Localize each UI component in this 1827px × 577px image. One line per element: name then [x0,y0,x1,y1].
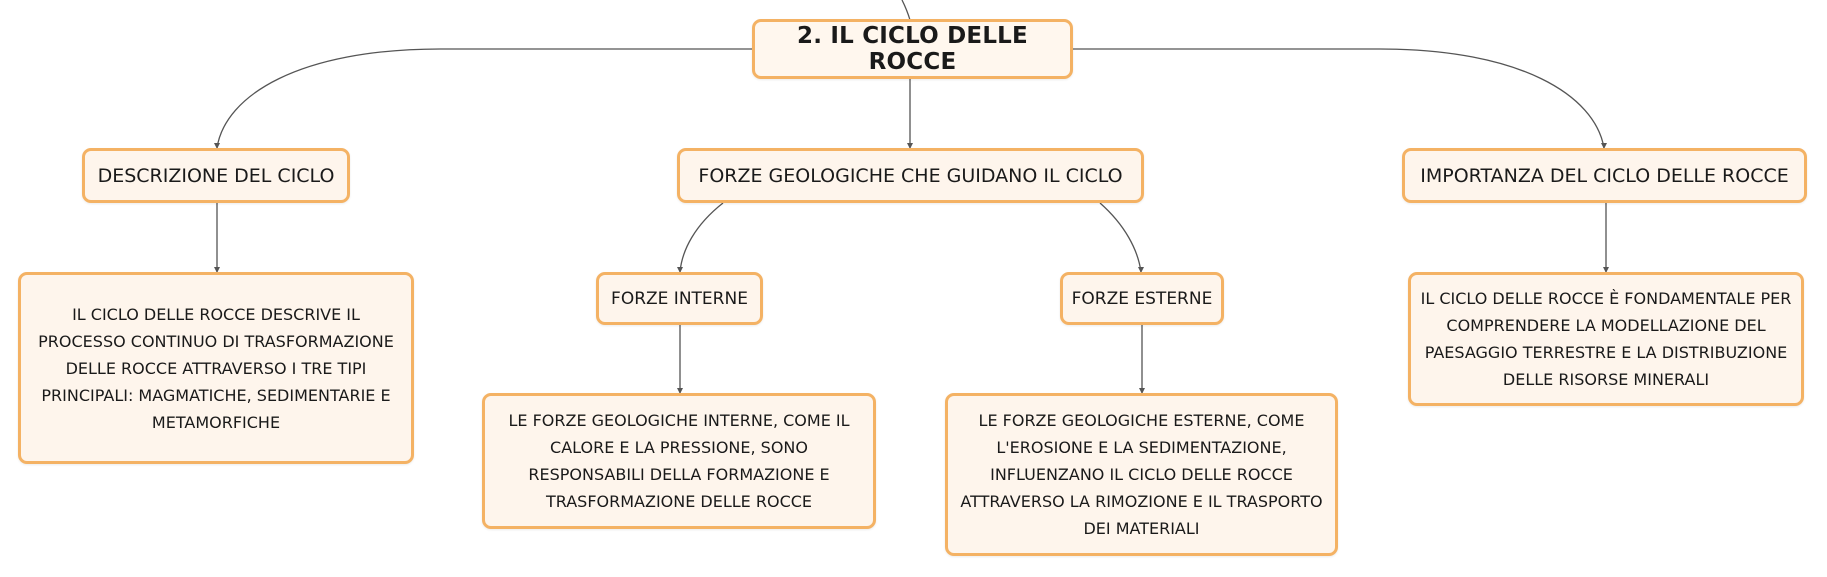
arrowhead-interne [677,267,683,273]
arrowhead-importanza-detail [1603,267,1609,273]
node-forze-esterne-label: FORZE ESTERNE [1071,288,1213,309]
node-forze-interne-label: FORZE INTERNE [611,288,748,309]
node-importanza-label: IMPORTANZA DEL CICLO DELLE ROCCE [1420,164,1789,187]
connector-incoming [901,0,911,21]
arrowhead-descrizione-detail [214,267,220,273]
detail-forze-esterne-text: LE FORZE GEOLOGICHE ESTERNE, COME L'EROS… [960,411,1323,538]
root-node-label: 2. IL CICLO DELLE ROCCE [797,23,1028,75]
node-forze-geologiche-label: FORZE GEOLOGICHE CHE GUIDANO IL CICLO [698,164,1123,187]
arrowhead-importanza [1601,143,1607,149]
connector-root-descrizione [216,48,752,149]
detail-importanza[interactable]: IL CICLO DELLE ROCCE È FONDAMENTALE PER … [1408,272,1804,406]
connector-forze-interne [679,202,724,273]
connector-forze-esterne [1099,202,1142,273]
node-descrizione-label: DESCRIZIONE DEL CICLO [97,164,335,187]
arrowhead-esterne [1138,267,1144,273]
connector-root-importanza [1073,48,1605,149]
detail-forze-esterne[interactable]: LE FORZE GEOLOGICHE ESTERNE, COME L'EROS… [945,393,1338,556]
node-descrizione-del-ciclo[interactable]: DESCRIZIONE DEL CICLO [82,148,350,203]
node-forze-geologiche[interactable]: FORZE GEOLOGICHE CHE GUIDANO IL CICLO [677,148,1144,203]
detail-descrizione-text: IL CICLO DELLE ROCCE DESCRIVE IL PROCESS… [38,304,394,432]
arrowhead-interne-detail [677,388,683,394]
detail-forze-interne-text: LE FORZE GEOLOGICHE INTERNE, COME IL CAL… [508,411,850,511]
detail-descrizione[interactable]: IL CICLO DELLE ROCCE DESCRIVE IL PROCESS… [18,272,414,464]
arrowhead-esterne-detail [1139,388,1145,394]
node-importanza-del-ciclo[interactable]: IMPORTANZA DEL CICLO DELLE ROCCE [1402,148,1807,203]
arrowhead-forze [907,143,913,149]
detail-importanza-text: IL CICLO DELLE ROCCE È FONDAMENTALE PER … [1420,289,1792,389]
root-node[interactable]: 2. IL CICLO DELLE ROCCE [752,19,1073,79]
arrowhead-descrizione [214,143,220,149]
node-forze-interne[interactable]: FORZE INTERNE [596,272,763,325]
detail-forze-interne[interactable]: LE FORZE GEOLOGICHE INTERNE, COME IL CAL… [482,393,876,529]
node-forze-esterne[interactable]: FORZE ESTERNE [1060,272,1224,325]
